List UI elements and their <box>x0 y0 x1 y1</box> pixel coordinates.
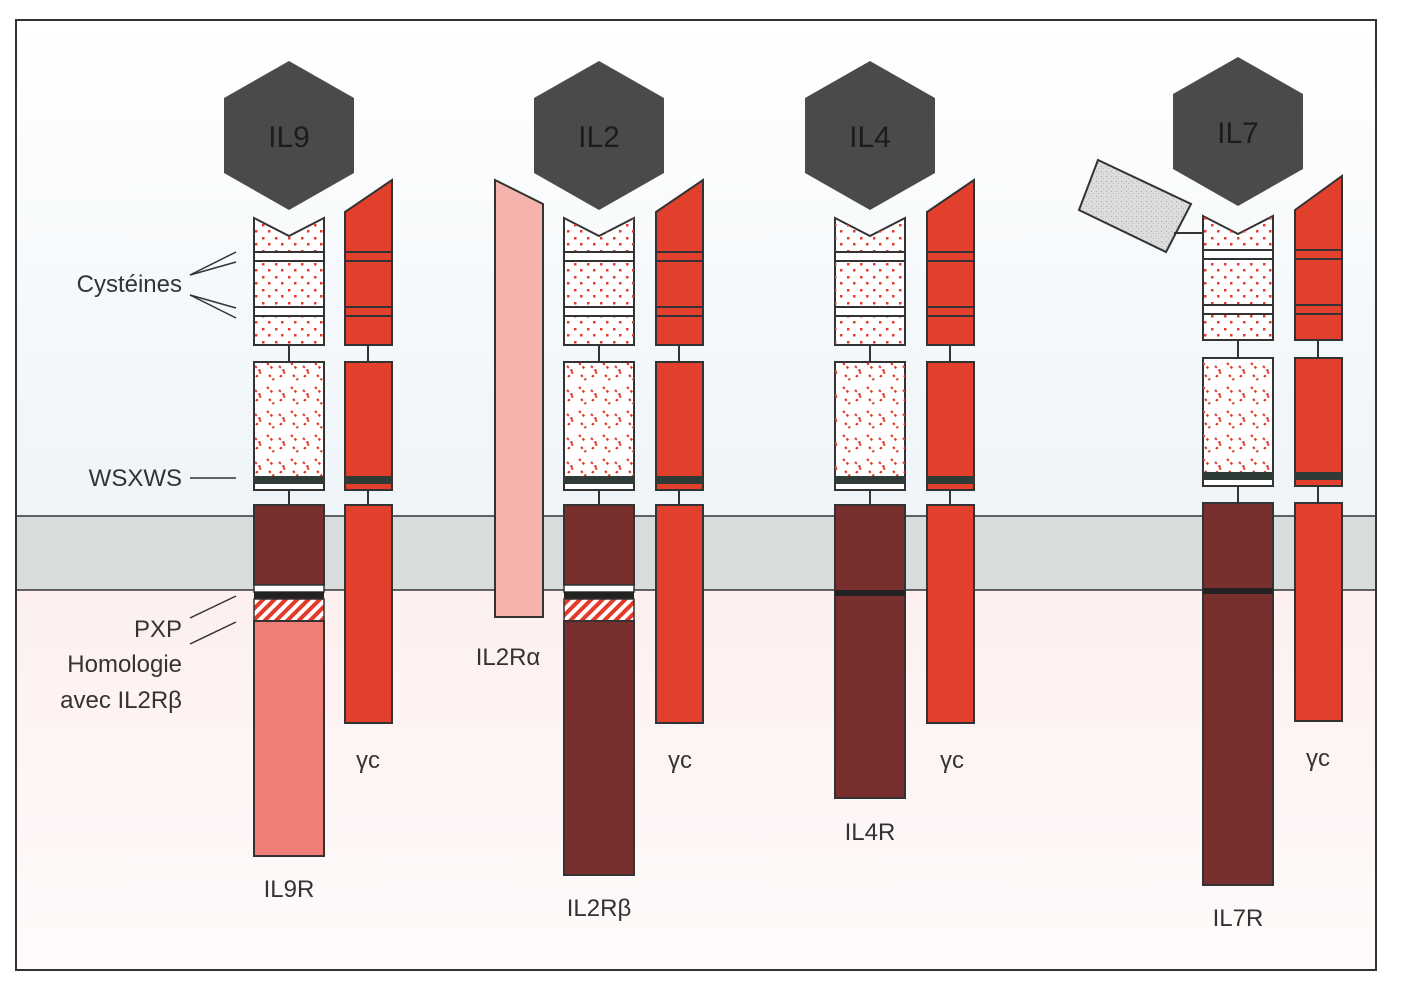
receptor-il7r <box>1202 214 1274 886</box>
receptor-il2rb <box>563 216 635 876</box>
gamma-chain-2 <box>655 178 704 724</box>
il7r-pxp-band <box>1203 588 1273 594</box>
accessory-box <box>1077 158 1203 254</box>
wsxws-label: WSXWS <box>89 465 182 492</box>
homology-label-line2: avec IL2Rβ <box>60 687 182 714</box>
receptor-il2ra <box>494 178 544 618</box>
gamma-label-2: γc <box>668 747 692 774</box>
receptor-il4r <box>834 216 906 799</box>
receptor-il9r <box>253 216 325 857</box>
homology-pointer <box>189 621 237 645</box>
cysteines-label: Cystéines <box>77 271 182 298</box>
cysteines-pointers <box>189 251 237 319</box>
ligand-il4-label: IL4 <box>849 121 891 154</box>
figure-frame <box>15 19 1377 971</box>
il2ra-label: IL2Rα <box>476 644 541 671</box>
il9r-cytoplasmic-tail <box>253 620 325 857</box>
il2rb-cytoplasmic-tail <box>563 620 635 876</box>
gamma-label-4: γc <box>1306 745 1330 772</box>
pxp-pointer <box>189 595 237 619</box>
il9r-wsxws-band <box>254 476 324 484</box>
il2rb-label: IL2Rβ <box>567 895 632 922</box>
gamma-label-1: γc <box>356 747 380 774</box>
ligand-il2-label: IL2 <box>578 121 620 154</box>
gamma-chain-3 <box>926 178 975 724</box>
ligand-il2: IL2 <box>534 61 664 210</box>
gamma-chain-1 <box>344 178 393 724</box>
il7r-label: IL7R <box>1213 905 1264 932</box>
gamma-chain-4 <box>1294 174 1343 722</box>
ligand-il7-label: IL7 <box>1217 117 1259 150</box>
il9r-label: IL9R <box>264 876 315 903</box>
ligand-il7: IL7 <box>1173 57 1303 206</box>
ligand-il4: IL4 <box>805 61 935 210</box>
il4r-pxp-band <box>835 590 905 596</box>
il4r-label: IL4R <box>845 819 896 846</box>
ligand-il9: IL9 <box>224 61 354 210</box>
ligand-il9-label: IL9 <box>268 121 310 154</box>
pxp-label: PXP <box>134 616 182 643</box>
homology-label-line1: Homologie <box>67 651 182 678</box>
gamma-label-3: γc <box>940 747 964 774</box>
